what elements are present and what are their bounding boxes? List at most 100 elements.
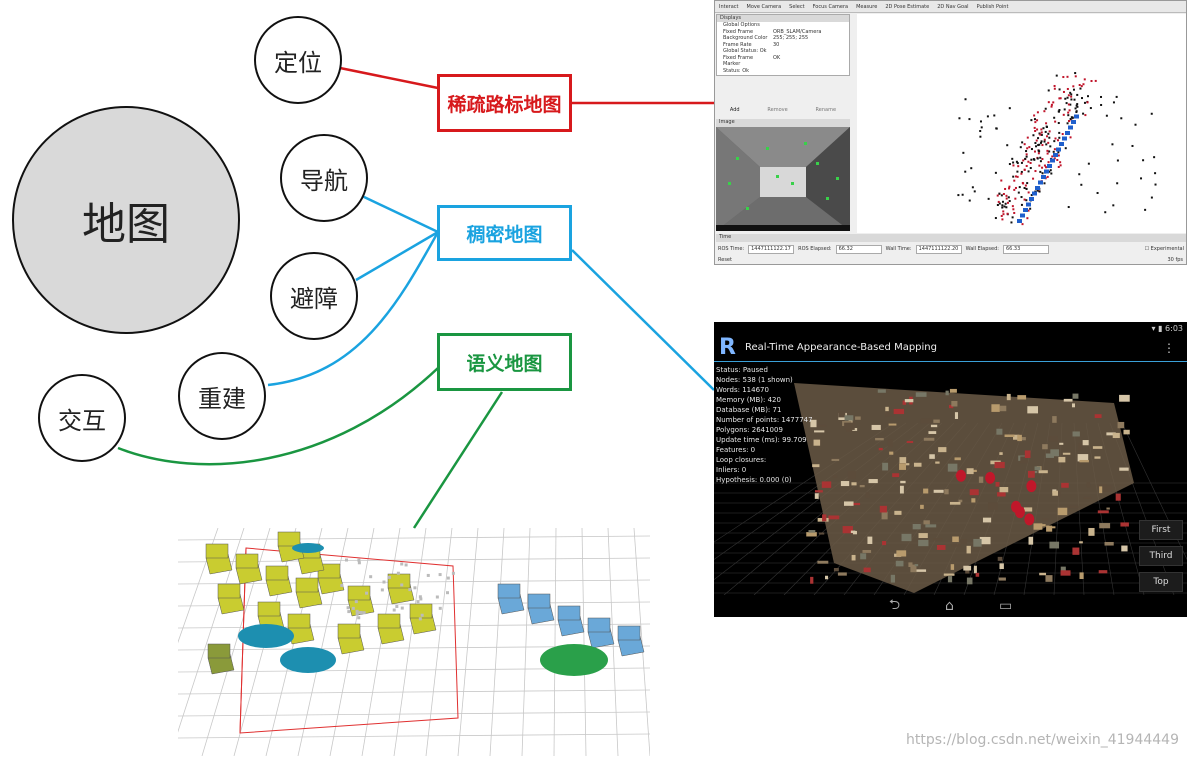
mesh-patch (810, 576, 814, 584)
mesh-patch (1048, 436, 1058, 442)
tool-pose-estimate[interactable]: 2D Pose Estimate (885, 3, 930, 10)
back-icon[interactable]: ⮌ (888, 597, 901, 613)
tool-focus-camera[interactable]: Focus Camera (812, 3, 849, 10)
map-point (1075, 104, 1078, 107)
tool-move-camera[interactable]: Move Camera (746, 3, 782, 10)
map-point (1004, 202, 1007, 205)
keyframe-marker (1038, 180, 1043, 185)
mesh-patch (844, 422, 855, 430)
keyframe-marker (1047, 164, 1052, 168)
remove-button[interactable]: Remove (767, 107, 788, 113)
mesh-patch (1068, 505, 1079, 509)
map-point (1043, 164, 1046, 167)
point (340, 583, 344, 587)
mesh-patch (1024, 450, 1031, 458)
map-point (1048, 150, 1051, 153)
chair-back (387, 573, 411, 589)
view-top-button[interactable]: Top (1139, 572, 1183, 592)
display-row[interactable]: Marker (717, 61, 849, 68)
map-point (1035, 145, 1038, 148)
display-row[interactable]: Global Status: Ok (717, 48, 849, 55)
connector-dense-android (571, 249, 715, 391)
mesh-patch (833, 567, 839, 572)
mesh-patch (923, 488, 929, 494)
reset-button[interactable]: Reset (718, 257, 732, 263)
mesh-patch (1092, 446, 1103, 449)
map-point (1037, 152, 1040, 155)
map-point (964, 98, 967, 101)
map-point (970, 167, 973, 170)
mesh-patch (892, 473, 900, 478)
mesh-patch (930, 424, 938, 428)
mesh-patch (893, 408, 905, 415)
rename-button[interactable]: Rename (815, 107, 837, 113)
display-row[interactable]: Status: Ok (717, 68, 849, 75)
wifi-icon: ▾ (1151, 323, 1156, 333)
map-point (1005, 194, 1008, 197)
add-button[interactable]: Add (729, 107, 740, 113)
map-point (1041, 166, 1044, 169)
map-point (1038, 190, 1041, 193)
point (416, 600, 420, 604)
mesh-patch (895, 560, 904, 567)
image-panel-title: Image (716, 119, 850, 127)
point (408, 588, 412, 592)
view-first-button[interactable]: First (1139, 520, 1183, 540)
wall-elapsed-field[interactable]: 66.33 (1002, 244, 1049, 254)
map-point (1046, 152, 1049, 155)
map-point (979, 130, 982, 133)
wall-time-field[interactable]: 1447111122.20 (915, 244, 962, 254)
mesh-patch (916, 569, 927, 572)
mesh-patch (1017, 434, 1022, 442)
mesh-patch (1120, 522, 1129, 527)
map-point (1045, 166, 1048, 169)
map-point (1051, 155, 1054, 158)
tool-publish-point[interactable]: Publish Point (976, 3, 1009, 10)
dense-3d-scene[interactable] (714, 363, 1187, 614)
map-point (1046, 135, 1049, 138)
map-point (1043, 138, 1046, 141)
map-point (1020, 170, 1023, 173)
map-point (1021, 141, 1024, 144)
ros-time-field[interactable]: 1447111122.17 (748, 244, 795, 254)
map-point (1056, 159, 1059, 162)
map-point (1067, 111, 1070, 114)
recents-icon[interactable]: ▭ (998, 598, 1013, 614)
map-point (1080, 183, 1083, 186)
view-third-button[interactable]: Third (1139, 546, 1183, 566)
overflow-menu-icon[interactable]: ⋮ (1163, 341, 1175, 355)
mesh-patch (943, 573, 955, 576)
display-row[interactable]: Global Options (717, 22, 849, 29)
home-icon[interactable]: ⌂ (945, 598, 954, 614)
mesh-patch (902, 400, 907, 405)
connector-localization-sparse (339, 66, 439, 90)
ros-elapsed-field[interactable]: 66.32 (835, 244, 882, 254)
experimental-checkbox[interactable]: ☐ Experimental (1144, 246, 1184, 252)
map-point (1154, 183, 1157, 186)
map-point (1027, 209, 1030, 212)
chair (1026, 480, 1037, 493)
tool-nav-goal[interactable]: 2D Nav Goal (937, 3, 969, 10)
chair-back (587, 617, 611, 633)
map-point (1069, 118, 1072, 121)
app-title: Real-Time Appearance-Based Mapping (745, 342, 937, 353)
tool-measure[interactable]: Measure (856, 3, 878, 10)
mesh-patch (1098, 570, 1108, 574)
map-point (1012, 208, 1015, 211)
map-point (957, 194, 960, 197)
map-point (1120, 117, 1123, 120)
map-point (1039, 141, 1042, 144)
tool-interact[interactable]: Interact (719, 3, 739, 10)
mesh-patch (945, 390, 949, 396)
tool-select[interactable]: Select (789, 3, 805, 10)
map-point (1058, 88, 1061, 91)
mesh-patch (923, 437, 935, 441)
mesh-patch (1045, 575, 1053, 582)
map-point (1104, 211, 1107, 214)
map-point (1064, 147, 1067, 150)
rviz-3d-view[interactable] (857, 14, 1186, 233)
